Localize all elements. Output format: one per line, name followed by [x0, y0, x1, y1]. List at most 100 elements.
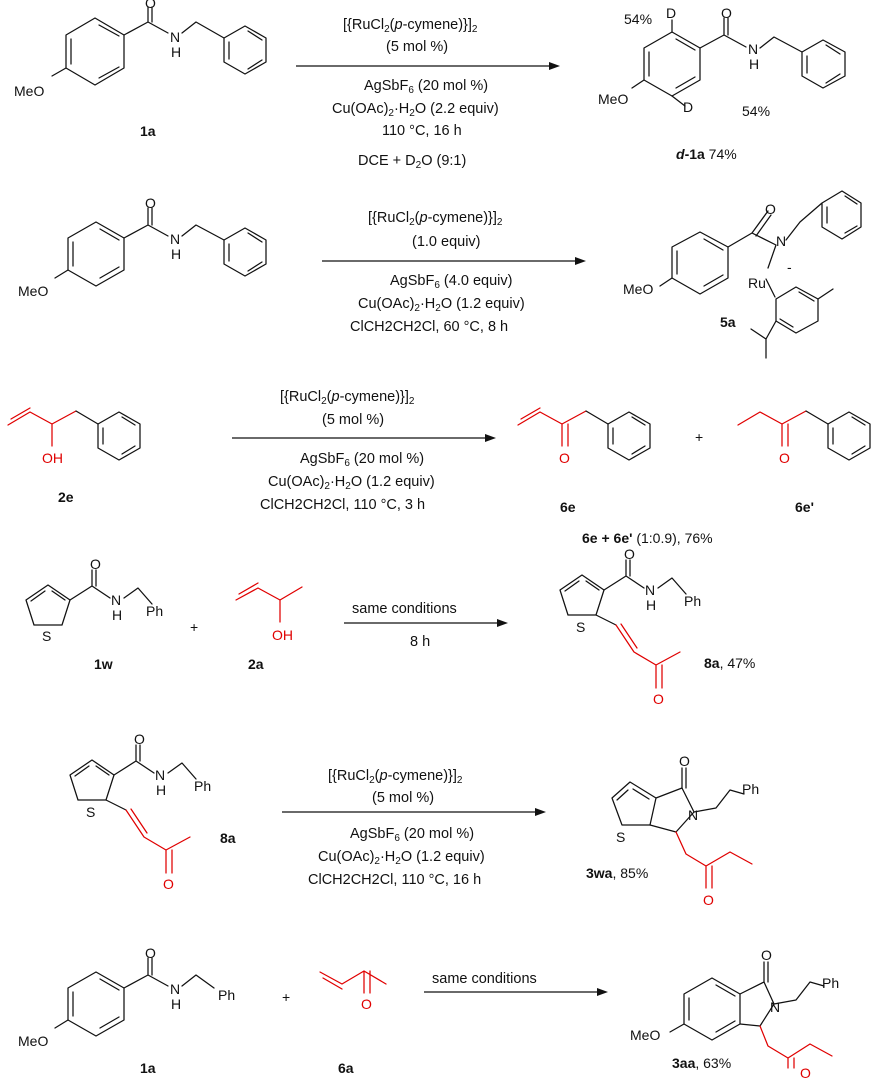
label-s: S — [86, 804, 95, 820]
reactant-1w-structure — [25, 569, 153, 626]
label-oh: OH — [272, 627, 293, 643]
condition-top: same conditions — [432, 971, 537, 987]
reaction-1: MeO O N H 1a [{RuCl2(p-cymene)}]2 (5 mol… — [14, 0, 846, 171]
reactant-8a-structure — [69, 744, 197, 874]
compound-label-d1a: d-1a 74% — [676, 146, 737, 162]
arrowhead — [497, 619, 508, 627]
condition-additive: AgSbF6 (20 mol %) — [300, 451, 424, 469]
reactant-6a-structure — [319, 970, 387, 994]
label-o-product: O — [761, 947, 772, 963]
label-o-product: O — [765, 201, 776, 217]
label-d-bottom: D — [683, 99, 693, 115]
condition-time: 8 h — [410, 634, 430, 650]
reaction-2: MeO O N H [{RuCl2(p-cymene)}]2 (1.0 equi… — [18, 190, 862, 359]
label-s-product: S — [576, 619, 585, 635]
compound-label-3wa: 3wa, 85% — [586, 865, 648, 881]
label-meo: MeO — [18, 283, 48, 299]
label-n: N — [170, 29, 180, 45]
label-ph-product: Ph — [742, 781, 759, 797]
reactant-1a-structure — [54, 957, 215, 1037]
plus-sign: + — [282, 989, 290, 1005]
condition-oxidant: Cu(OAc)2·H2O (2.2 equiv) — [332, 101, 499, 119]
label-h-product: H — [646, 597, 656, 613]
condition-oxidant: Cu(OAc)2·H2O (1.2 equiv) — [268, 474, 435, 492]
label-meo-product: MeO — [630, 1027, 660, 1043]
condition-catalyst: [{RuCl2(p-cymene)}]2 — [368, 210, 503, 228]
label-meo: MeO — [14, 83, 44, 99]
condition-catalyst: [{RuCl2(p-cymene)}]2 — [328, 768, 463, 786]
label-s: S — [42, 628, 51, 644]
deuteration-ortho-bottom: 54% — [742, 103, 770, 119]
label-n-product: N — [776, 233, 786, 249]
label-o-product: O — [679, 753, 690, 769]
condition-solvent: DCE + D2O (9:1) — [358, 153, 466, 171]
compound-label-6a: 6a — [338, 1060, 354, 1076]
compound-label-1a: 1a — [140, 1060, 156, 1076]
arrowhead — [575, 257, 586, 265]
label-o-6e: O — [559, 450, 570, 466]
product-6e-structure — [517, 407, 651, 461]
product-3aa-structure — [669, 961, 833, 1069]
label-o: O — [90, 556, 101, 572]
condition-additive: AgSbF6 (20 mol %) — [364, 78, 488, 96]
reactant-2e-structure — [7, 407, 141, 461]
reaction-4: S O N H Ph 1w + OH 2a same conditions 8 … — [25, 546, 755, 707]
label-o: O — [145, 0, 156, 11]
label-o: O — [134, 731, 145, 747]
product-3wa-structure — [611, 767, 753, 889]
label-o-6e-prime: O — [779, 450, 790, 466]
label-o-red-product: O — [800, 1065, 811, 1078]
label-charge: - — [787, 259, 792, 275]
label-n: N — [111, 592, 121, 608]
arrowhead — [549, 62, 560, 70]
label-n-product: N — [645, 582, 655, 598]
label-d-top: D — [666, 5, 676, 21]
label-ph-product: Ph — [822, 975, 839, 991]
compound-label-3aa: 3aa, 63% — [672, 1055, 731, 1071]
label-ph-product: Ph — [684, 593, 701, 609]
label-o-red-product: O — [703, 892, 714, 908]
label-o: O — [145, 945, 156, 961]
product-ratio-yield: 6e + 6e' (1:0.9), 76% — [582, 530, 713, 546]
label-h: H — [112, 607, 122, 623]
label-h: H — [171, 996, 181, 1012]
label-o-red: O — [163, 876, 174, 892]
label-n-product: N — [770, 999, 780, 1015]
condition-loading: (5 mol %) — [372, 790, 434, 806]
condition-catalyst: [{RuCl2(p-cymene)}]2 — [343, 17, 478, 35]
label-n: N — [170, 981, 180, 997]
compound-label-2a: 2a — [248, 656, 264, 672]
label-o-product: O — [721, 5, 732, 21]
reaction-6: MeO O N H Ph 1a + O 6a same conditions M… — [18, 945, 839, 1078]
product-d1a-structure — [631, 17, 846, 107]
label-n-product: N — [688, 807, 698, 823]
condition-catalyst: [{RuCl2(p-cymene)}]2 — [280, 389, 415, 407]
reactant-1a-structure — [51, 6, 267, 86]
condition-oxidant: Cu(OAc)2·H2O (1.2 equiv) — [318, 849, 485, 867]
condition-loading: (5 mol %) — [322, 412, 384, 428]
label-o: O — [145, 195, 156, 211]
compound-label-1w: 1w — [94, 656, 113, 672]
label-ru: Ru — [748, 275, 766, 291]
reaction-5: S O N H Ph O 8a [{RuCl2(p-cymene)}]2 (5 … — [69, 731, 759, 908]
label-h: H — [171, 246, 181, 262]
label-meo-product: MeO — [623, 281, 653, 297]
label-ph: Ph — [218, 987, 235, 1003]
reactant-2a-structure — [235, 582, 303, 623]
label-n-product: N — [748, 41, 758, 57]
compound-label-6e: 6e — [560, 499, 576, 515]
label-o-red: O — [361, 996, 372, 1012]
label-o-red: O — [653, 691, 664, 707]
label-oh: OH — [42, 450, 63, 466]
deuteration-ortho-top: 54% — [624, 11, 652, 27]
arrowhead — [535, 808, 546, 816]
condition-solvent: ClCH2CH2Cl, 110 °C, 16 h — [308, 872, 481, 888]
condition-solvent: ClCH2CH2Cl, 110 °C, 3 h — [260, 497, 425, 513]
plus-sign: + — [190, 619, 198, 635]
label-ph: Ph — [194, 778, 211, 794]
label-o-product: O — [624, 546, 635, 562]
label-meo: MeO — [18, 1033, 48, 1049]
condition-loading: (1.0 equiv) — [412, 234, 481, 250]
reaction-3: OH 2e [{RuCl2(p-cymene)}]2 (5 mol %) AgS… — [7, 389, 871, 546]
